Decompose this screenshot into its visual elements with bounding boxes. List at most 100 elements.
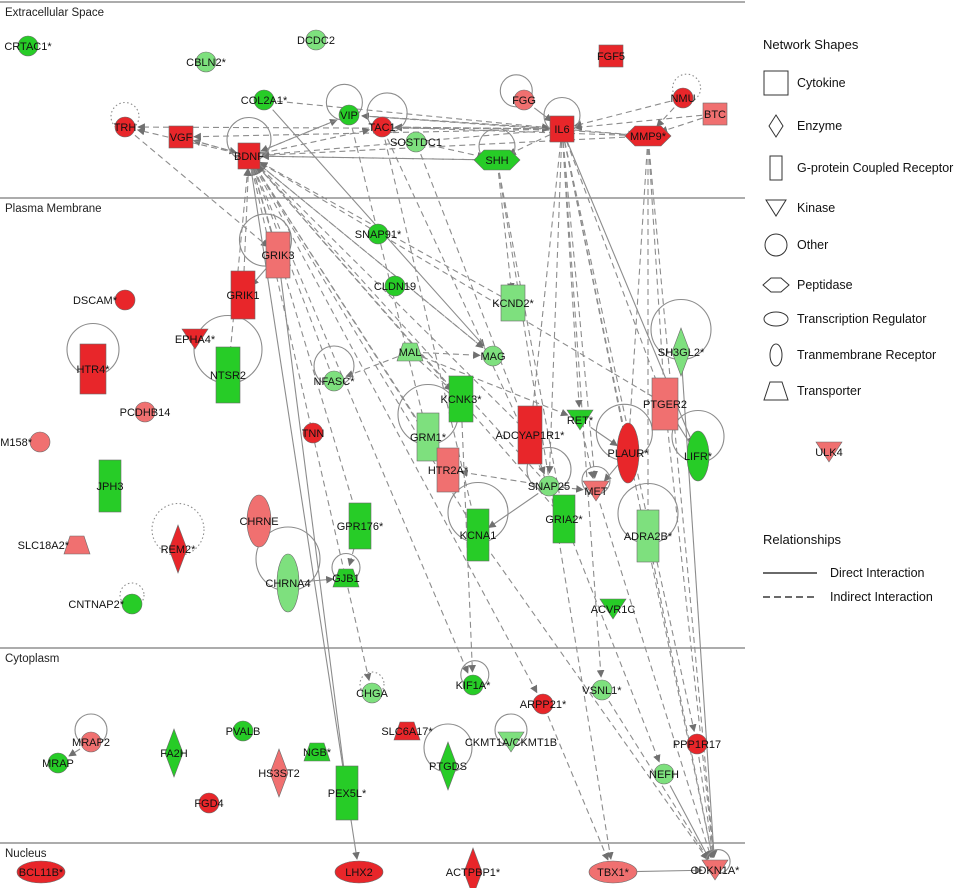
node-mrap[interactable]: MRAP (42, 752, 74, 774)
node-adcyap1r1[interactable]: ADCYAP1R1* (496, 405, 566, 465)
node-kcna1[interactable]: KCNA1 (460, 508, 497, 562)
node-sostdc1[interactable]: SOSTDC1 (390, 131, 442, 153)
node-nfasc[interactable]: NFASC* (314, 370, 356, 392)
node-nmu[interactable]: NMU (670, 87, 696, 109)
legend-shape-transmembrane: Tranmembrane Receptor (769, 343, 936, 367)
node-vip[interactable]: VIP (338, 104, 360, 126)
node-snap91[interactable]: SNAP91* (355, 223, 402, 245)
edge-mal-mag (422, 351, 481, 359)
node-mag[interactable]: MAG (480, 345, 506, 367)
node-label: HS3ST2 (258, 768, 300, 780)
node-shape-kinase (497, 731, 525, 753)
node-fgg[interactable]: FGG (512, 89, 536, 111)
node-slc6a17[interactable]: SLC6A17* (381, 721, 433, 741)
node-sh3gl2[interactable]: SH3GL2* (658, 327, 705, 377)
node-kif1a[interactable]: KIF1A* (456, 674, 492, 696)
node-met[interactable]: MET (582, 480, 610, 502)
node-kcnk3[interactable]: KCNK3* (441, 375, 483, 423)
node-shape-other (405, 131, 427, 153)
node-btc[interactable]: BTC (702, 102, 728, 126)
node-shh[interactable]: SHH (473, 149, 521, 171)
node-tac1[interactable]: TAC1 (368, 116, 396, 138)
node-bcl11b[interactable]: BCL11B* (16, 860, 66, 884)
node-cdkn1a[interactable]: CDKN1A* (691, 859, 741, 881)
node-label: ADCYAP1R1* (496, 430, 566, 442)
node-label: VGF (170, 132, 193, 144)
edge-arpp21-tbx1 (547, 715, 609, 861)
node-dscam[interactable]: DSCAM* (73, 289, 136, 311)
node-grm1[interactable]: GRM1* (410, 412, 447, 462)
node-tmem158[interactable]: TMEM158* (0, 431, 51, 453)
node-adra2b[interactable]: ADRA2B* (624, 509, 673, 563)
node-dcdc2[interactable]: DCDC2 (297, 29, 335, 51)
node-shape-transporter (393, 721, 421, 741)
node-lhx2[interactable]: LHX2 (334, 860, 384, 884)
node-lifr[interactable]: LIFR* (684, 430, 713, 482)
node-shape-transporter (332, 568, 360, 588)
node-chga[interactable]: CHGA (356, 682, 389, 704)
node-crtac1[interactable]: CRTAC1* (4, 35, 52, 57)
node-cldn19[interactable]: CLDN19 (374, 275, 416, 297)
node-ptger2[interactable]: PTGER2 (643, 377, 687, 431)
node-ptgds[interactable]: PTGDS (429, 741, 467, 791)
node-vgf[interactable]: VGF (168, 125, 194, 149)
node-tnn[interactable]: TNN (302, 422, 325, 444)
node-label: JPH3 (97, 481, 124, 493)
node-ulk4[interactable]: ULK4 (815, 441, 843, 463)
node-jph3[interactable]: JPH3 (97, 459, 124, 513)
edge-mal-ret (421, 356, 569, 417)
node-kcnd2[interactable]: KCND2* (492, 284, 534, 322)
legend-icon-transmembrane (769, 343, 783, 367)
node-mmp9[interactable]: MMP9* (624, 125, 672, 147)
node-hs3st2[interactable]: HS3ST2 (258, 748, 300, 798)
node-vsnl1[interactable]: VSNL1* (582, 679, 622, 701)
node-fgd4[interactable]: FGD4 (194, 792, 224, 814)
node-pcdhb14[interactable]: PCDHB14 (120, 401, 171, 423)
node-cbln2[interactable]: CBLN2* (186, 51, 227, 73)
node-arpp21[interactable]: ARPP21* (520, 693, 567, 715)
node-gria2[interactable]: GRIA2* (545, 494, 583, 544)
node-nefh[interactable]: NEFH (649, 763, 679, 785)
node-slc18a2[interactable]: SLC18A2* (18, 535, 91, 555)
node-ngb[interactable]: NGB* (303, 742, 332, 762)
node-label: KIF1A* (456, 680, 492, 692)
node-htr4[interactable]: HTR4* (76, 343, 110, 395)
node-grik1[interactable]: GRIK1 (226, 270, 260, 320)
node-ntsr2[interactable]: NTSR2 (210, 346, 246, 404)
node-gjb1[interactable]: GJB1 (332, 568, 360, 588)
compartment-extracellular: Extracellular Space (0, 1, 745, 19)
node-acvr1c[interactable]: ACVR1C (591, 598, 636, 620)
node-label: CDKN1A* (691, 865, 741, 877)
node-chrna4[interactable]: CHRNA4 (265, 553, 311, 613)
node-rem2[interactable]: REM2* (161, 524, 197, 574)
node-label: VIP (340, 110, 358, 122)
self-loop-cntnap2 (119, 582, 145, 608)
node-bdnf[interactable]: BDNF (234, 142, 264, 170)
node-pex5l[interactable]: PEX5L* (328, 765, 367, 821)
node-ckmt1a[interactable]: CKMT1A/CKMT1B (465, 731, 557, 753)
node-trh[interactable]: TRH (114, 116, 137, 138)
node-actpbp1[interactable]: ACTPBP1* (446, 847, 501, 888)
node-tbx1[interactable]: TBX1* (588, 860, 638, 884)
node-ppp1r17[interactable]: PPP1R17 (673, 733, 721, 755)
node-shape-cytokine (702, 102, 728, 126)
node-grik3[interactable]: GRIK3 (261, 231, 295, 279)
node-ret[interactable]: RET* (566, 409, 594, 431)
node-label: FGG (512, 95, 536, 107)
node-mrap2[interactable]: MRAP2 (72, 731, 110, 753)
node-htr2a[interactable]: HTR2A* (428, 447, 469, 493)
node-epha4[interactable]: EPHA4* (175, 328, 216, 350)
compartment-label-plasma-membrane: Plasma Membrane (5, 203, 102, 215)
node-fgf5[interactable]: FGF5 (597, 44, 625, 68)
node-col2a1[interactable]: COL2A1* (241, 89, 288, 111)
node-plaur[interactable]: PLAUR* (608, 422, 650, 484)
node-cntnap2[interactable]: CNTNAP2* (68, 593, 143, 615)
node-mal[interactable]: MAL (396, 342, 424, 362)
node-il6[interactable]: IL6 (549, 115, 575, 143)
node-fa2h[interactable]: FA2H (160, 728, 188, 778)
node-chrne[interactable]: CHRNE (239, 494, 279, 548)
legend-icon-other (764, 233, 788, 257)
node-gpr176[interactable]: GPR176* (337, 502, 384, 550)
node-pvalb[interactable]: PVALB (226, 720, 261, 742)
node-snap25[interactable]: SNAP25 (528, 475, 570, 497)
